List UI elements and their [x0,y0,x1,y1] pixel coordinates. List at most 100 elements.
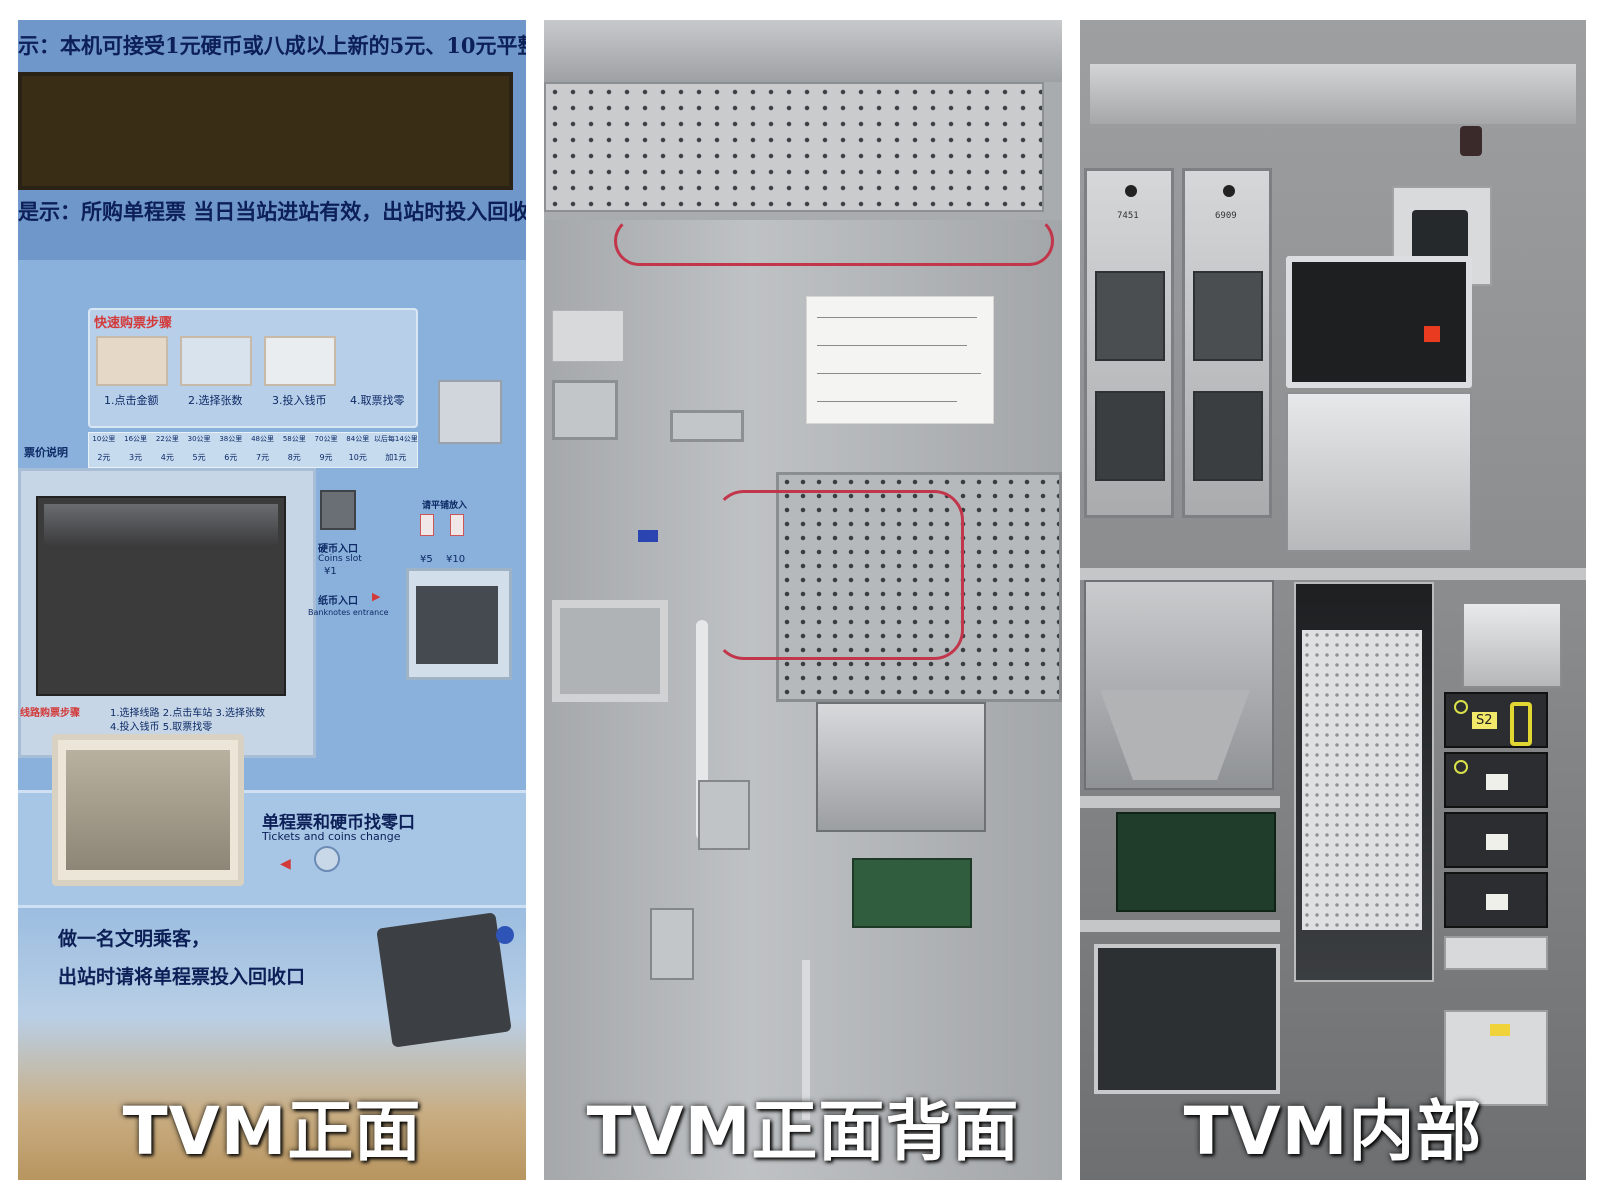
door-top-band [544,20,1062,82]
warning-lamp [1460,126,1482,156]
lower-compartment [1094,944,1280,1094]
fare-distance: 10公里 [92,435,116,443]
red-wire [614,216,1054,266]
fare-price: 9元 [319,453,333,462]
photo-tvm-interior: 7451 6909 S2 TVM内部 [1080,20,1586,1180]
fare-price: 6元 [224,453,238,462]
banknote-entrance-label: 纸币入口 [318,596,358,607]
note-flat-hint: 请平铺放入 [422,501,468,511]
fare-distance: 70公里 [314,435,338,443]
receipt-printer-unit [1462,602,1562,688]
quick-step-label-4: 4.取票找零 [350,394,405,407]
shelf-divider [1080,568,1586,580]
coin-slot-label-en: Coins slot [318,554,362,564]
spec-sticker [552,310,624,362]
red-wire [714,490,964,660]
coin-value-label: ¥1 [324,566,337,577]
cash-box-handle [1510,702,1532,746]
fare-distance: 84公里 [346,435,370,443]
caption-tvm-interior: TVM内部 [1183,1093,1483,1170]
hopper-label-right: 6909 [1215,211,1237,221]
change-outlet-label: 单程票和硬币找零口 [262,813,415,833]
cash-box-label: S2 [1472,712,1497,729]
cash-box [1444,872,1548,928]
photo-tvm-front-back: TVM正面背面 [544,20,1062,1180]
token-dot-icon [496,926,514,944]
receipt-printer [816,702,986,832]
coin-hopper-left: 7451 [1084,168,1174,518]
fare-label: 票价说明 [24,446,68,459]
connector-box [698,780,750,850]
fare-price: 5元 [192,453,206,462]
control-board [1116,812,1276,912]
fare-distance: 22公里 [155,435,179,443]
front-notice-accepted-money: 示：本机可接受1元硬币或八成以上新的5元、10元平整纟 [18,33,526,58]
wiring-diagram-sheet [806,296,994,424]
front-led-display [18,72,513,190]
shelf-divider [1080,796,1280,808]
fare-distance: 以后每14公里 [373,435,418,443]
quick-step-image-1 [96,336,168,386]
note-icon-5 [420,514,434,536]
route-steps-title: 线路购票步骤 [20,708,80,719]
maintenance-display [1286,256,1472,388]
banknote-guide-plate [1302,630,1422,930]
fare-price: 加1元 [385,453,407,462]
top-shelf [1090,64,1576,124]
caption-tvm-front-back: TVM正面背面 [586,1093,1020,1170]
quick-step-label-1: 1.点击金额 [104,394,159,407]
cash-box-base [1444,936,1548,970]
shelf-divider [1080,920,1280,932]
hopper-label-left: 7451 [1117,211,1139,221]
coin-slot [320,490,356,530]
status-indicator [1424,326,1440,342]
quick-step-image-3 [264,336,336,386]
fare-distance: 58公里 [282,435,306,443]
fare-price: 3元 [129,453,143,462]
screen-opening [552,600,668,702]
cash-box [1444,752,1548,808]
ticket-change-tray [66,750,230,870]
quick-steps-title: 快速购票步骤 [94,316,173,331]
card-dispenser-module [1286,392,1472,552]
blue-sensor [638,530,658,542]
fare-distance: 48公里 [251,435,274,443]
fare-prices-row: 2元 3元 4元 5元 6元 7元 8元 9元 10元 加1元 [88,452,418,463]
fare-table [88,432,418,468]
door-hook [650,908,694,980]
route-steps-line-2: 4.投入钱币 5.取票找零 [110,722,213,733]
note-value-label: ¥5 [420,554,433,565]
banknote-slot [416,586,498,664]
quick-step-label-2: 2.选择张数 [188,394,243,407]
touchscreen-reflection [44,504,278,546]
cash-box [1444,812,1548,868]
arrow-left-icon: ◀ [280,856,291,872]
mounting-plate [670,410,744,442]
quick-step-image-4 [348,336,408,386]
coin-slot-label: 硬币入口 [318,544,358,555]
change-outlet-label-en: Tickets and coins change [262,830,401,843]
fare-price: 10元 [348,453,367,462]
gate-return-slot-illustration [376,912,512,1048]
note-icon-10 [450,514,464,536]
warning-sticker [1490,1024,1510,1036]
banknote-entrance-label-en: Banknotes entrance [308,608,389,617]
caption-tvm-front: TVM正面 [122,1093,422,1170]
coin-hopper-right: 6909 [1182,168,1272,518]
civil-passenger-line-2: 出站时请将单程票投入回收口 [58,966,306,988]
mounting-bracket [552,380,618,440]
fare-distances-row: 10公里 16公里 22公里 30公里 38公里 48公里 58公里 70公里 … [88,434,418,444]
card-reader-slot [438,380,502,444]
perforated-panel-top [544,82,1044,212]
circuit-board [852,858,972,928]
quick-step-image-2 [180,336,252,386]
cable-rod [802,960,810,1120]
fare-price: 7元 [255,453,270,462]
fare-distance: 30公里 [187,435,211,443]
photo-tvm-front: 示：本机可接受1元硬币或八成以上新的5元、10元平整纟 是示：所购单程票 当日当… [18,20,526,1180]
fan-icon [1412,210,1468,262]
route-steps-line-1: 1.选择线路 2.点击车站 3.选择张数 [110,708,265,719]
note-value-label: ¥10 [446,554,466,565]
quick-step-label-3: 3.投入钱币 [272,394,327,407]
fare-price: 4元 [160,453,174,462]
